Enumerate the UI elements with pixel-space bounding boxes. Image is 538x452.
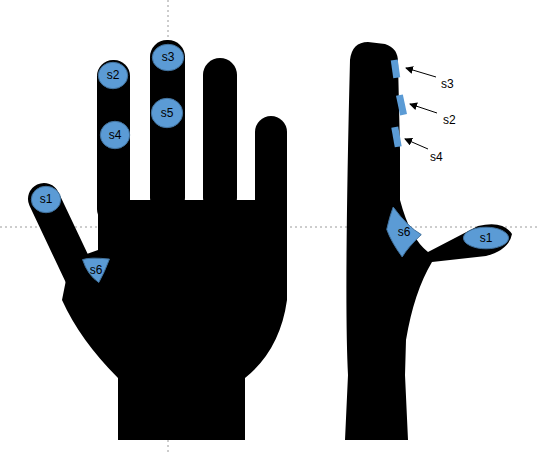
sensor-pad: s5 <box>151 98 183 128</box>
side-hand <box>345 42 512 440</box>
callout-label: s4 <box>430 151 443 163</box>
sensor-label: s3 <box>162 51 175 63</box>
sensor-label: s4 <box>109 129 122 141</box>
sensor-label: s5 <box>161 107 174 119</box>
sensor-pad: s3 <box>152 44 184 71</box>
sensor-label: s1 <box>480 232 493 244</box>
sensor-label: s6 <box>90 264 103 276</box>
sensor-label: s2 <box>107 69 120 81</box>
sensor-pad: s1 <box>31 186 61 213</box>
front-hand <box>44 40 287 440</box>
callout-label: s3 <box>441 78 454 90</box>
callout-label: s2 <box>443 114 456 126</box>
sensor-pad: s2 <box>98 62 128 89</box>
sensor-pad: s6 <box>386 206 422 258</box>
sensor-pad: s4 <box>100 121 130 149</box>
sensor-pad: s1 <box>463 227 509 249</box>
sensor-label: s6 <box>398 226 411 238</box>
sensor-pad: s6 <box>82 257 110 283</box>
sensor-label: s1 <box>40 193 53 205</box>
leader-line <box>405 68 437 149</box>
